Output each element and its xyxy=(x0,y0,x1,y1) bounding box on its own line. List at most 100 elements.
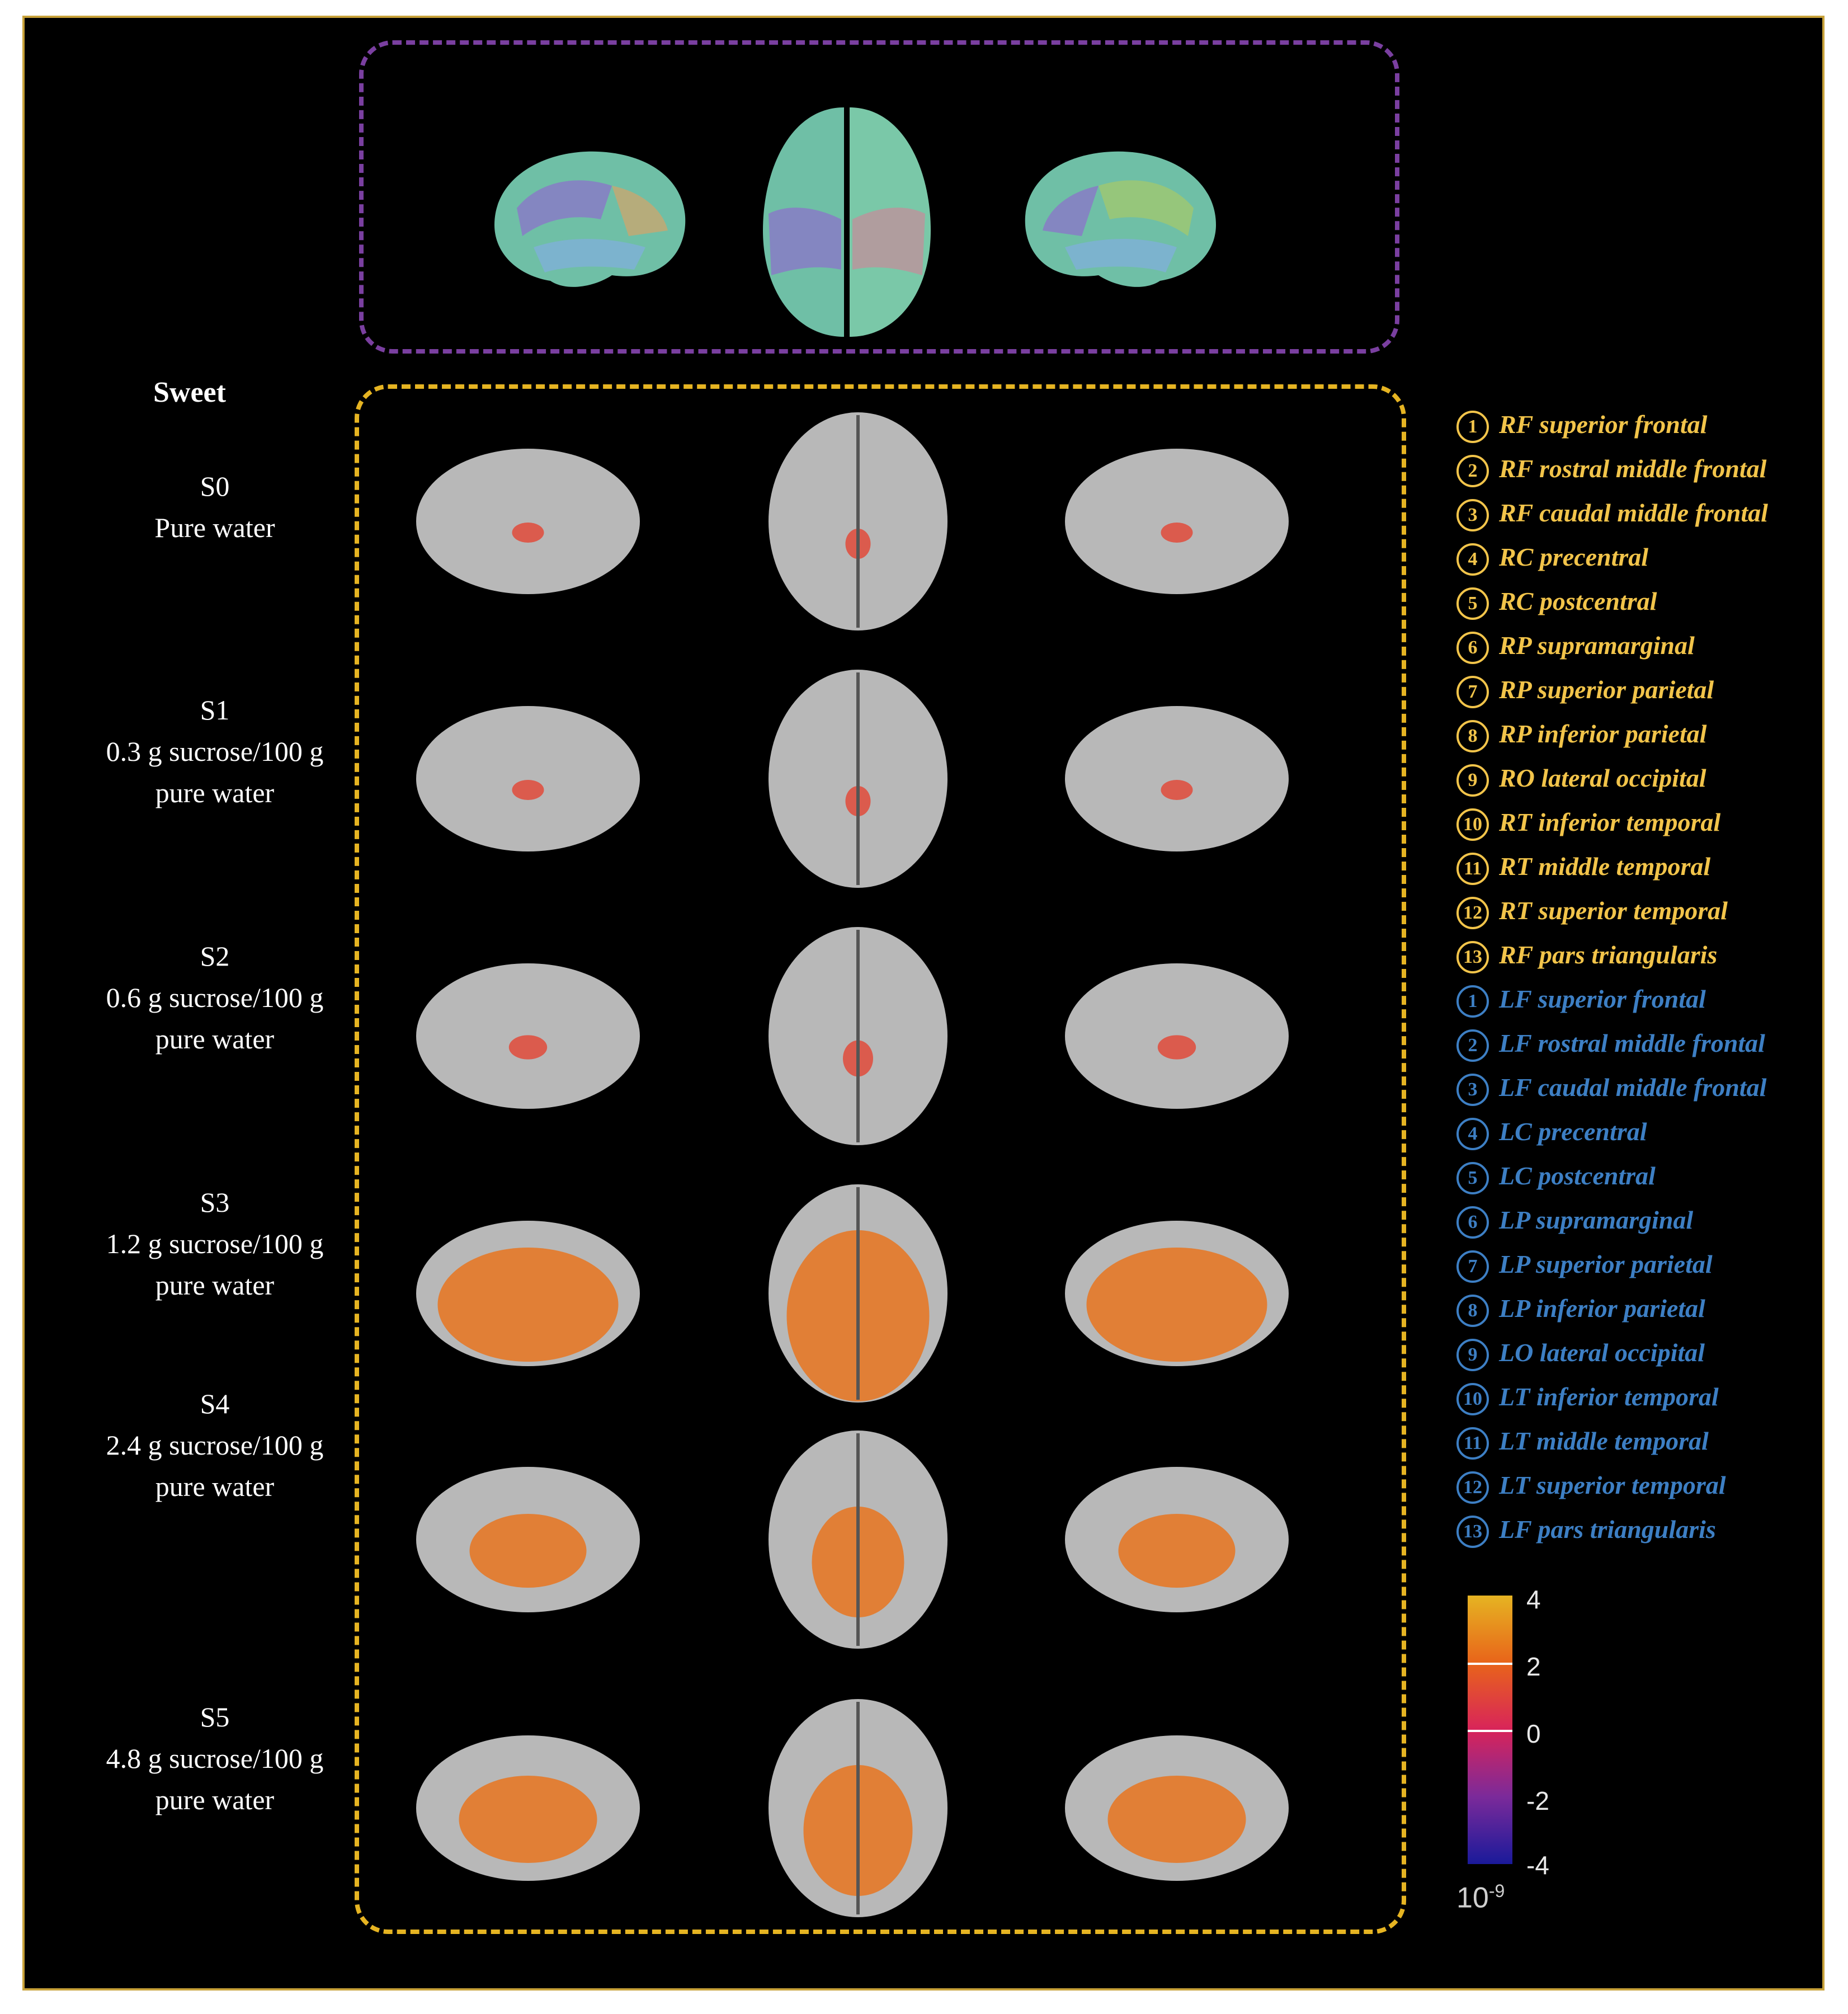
legend-label: RF superior frontal xyxy=(1499,410,1708,439)
legend-number: 11 xyxy=(1456,853,1489,886)
condition-desc-line2: pure water xyxy=(155,1784,275,1815)
legend-number: 1 xyxy=(1456,411,1489,444)
activation-maps-box xyxy=(355,384,1406,1934)
condition-id: S4 xyxy=(200,1388,230,1419)
legend-label: LF superior frontal xyxy=(1499,985,1706,1013)
legend-number: 10 xyxy=(1456,1383,1489,1416)
legend-label: LP supramarginal xyxy=(1499,1206,1694,1234)
legend-number: 12 xyxy=(1456,1471,1489,1504)
legend-label: LF pars triangularis xyxy=(1499,1515,1716,1544)
atlas-left-lateral-brain xyxy=(494,151,686,287)
condition-label-s5: S5 4.8 g sucrose/100 g pure water xyxy=(58,1696,371,1820)
legend-number: 13 xyxy=(1456,941,1489,974)
condition-desc: Pure water xyxy=(154,512,275,543)
condition-id: S3 xyxy=(200,1187,230,1218)
brain-s0-right xyxy=(1065,449,1289,594)
brain-s1-right xyxy=(1065,706,1289,851)
condition-desc: 1.2 g sucrose/100 g xyxy=(106,1228,324,1259)
legend-label: RO lateral occipital xyxy=(1499,764,1706,792)
legend-item-legend_left-11: 11 LT middle temporal xyxy=(1456,1426,1709,1460)
activation-brain-grid xyxy=(416,412,1289,1917)
legend-number: 7 xyxy=(1456,676,1489,709)
legend-item-legend_right-1: 1 RF superior frontal xyxy=(1456,410,1708,444)
brain-s0-top xyxy=(769,412,947,630)
brain-s5-left xyxy=(416,1735,640,1881)
brain-s3-top xyxy=(769,1184,947,1403)
legend-number: 12 xyxy=(1456,897,1489,930)
brain-s2-right xyxy=(1065,963,1289,1109)
legend-number: 1 xyxy=(1456,985,1489,1018)
legend-number: 2 xyxy=(1456,1029,1489,1062)
legend-item-legend_right-7: 7 RP superior parietal xyxy=(1456,675,1714,709)
colorbar-label-4: 4 xyxy=(1526,1585,1541,1614)
legend-item-legend_right-12: 12 RT superior temporal xyxy=(1456,896,1728,930)
legend-item-legend_left-10: 10 LT inferior temporal xyxy=(1456,1382,1719,1416)
legend-number: 4 xyxy=(1456,543,1489,576)
condition-id: S5 xyxy=(200,1701,230,1733)
atlas-reference-box xyxy=(359,40,1399,354)
condition-desc-line2: pure water xyxy=(155,1471,275,1502)
legend-item-legend_right-4: 4 RC precentral xyxy=(1456,542,1648,576)
colorbar-tick-upper xyxy=(1468,1663,1512,1665)
legend-item-legend_right-8: 8 RP inferior parietal xyxy=(1456,719,1707,753)
legend-item-legend_left-7: 7 LP superior parietal xyxy=(1456,1249,1713,1283)
brain-s5-right xyxy=(1065,1735,1289,1881)
legend-number: 4 xyxy=(1456,1118,1489,1151)
legend-label: LC postcentral xyxy=(1499,1161,1656,1190)
colorbar-label-neg4: -4 xyxy=(1526,1851,1549,1880)
condition-label-s1: S1 0.3 g sucrose/100 g pure water xyxy=(58,689,371,813)
brain-s4-left xyxy=(416,1467,640,1612)
legend-item-legend_right-13: 13 RF pars triangularis xyxy=(1456,940,1718,974)
condition-desc-line2: pure water xyxy=(155,777,275,808)
legend-label: LT middle temporal xyxy=(1499,1427,1709,1455)
legend-label: RP superior parietal xyxy=(1499,675,1714,704)
brain-s3-left xyxy=(416,1221,640,1366)
panel-title: Sweet xyxy=(153,377,226,408)
condition-id: S1 xyxy=(200,694,230,726)
legend-number: 10 xyxy=(1456,808,1489,841)
legend-label: RT inferior temporal xyxy=(1499,808,1721,836)
legend-label: RT superior temporal xyxy=(1499,896,1728,925)
legend-label: LF rostral middle frontal xyxy=(1499,1029,1765,1057)
legend-number: 9 xyxy=(1456,1339,1489,1372)
legend-label: RF pars triangularis xyxy=(1499,940,1718,969)
brain-s3-right xyxy=(1065,1221,1289,1366)
legend-item-legend_left-6: 6 LP supramarginal xyxy=(1456,1205,1693,1239)
brain-s1-left xyxy=(416,706,640,851)
colorbar-label-0: 0 xyxy=(1526,1719,1541,1748)
condition-desc: 0.3 g sucrose/100 g xyxy=(106,736,324,767)
atlas-top-brain xyxy=(763,107,931,337)
brain-s2-left xyxy=(416,963,640,1109)
legend-label: LP superior parietal xyxy=(1499,1250,1713,1278)
legend-number: 5 xyxy=(1456,587,1489,620)
legend-label: RP inferior parietal xyxy=(1499,719,1707,748)
legend-number: 7 xyxy=(1456,1250,1489,1283)
condition-desc: 4.8 g sucrose/100 g xyxy=(106,1743,324,1774)
legend-number: 3 xyxy=(1456,1074,1489,1107)
colorbar-label-neg2: -2 xyxy=(1526,1786,1549,1815)
legend-number: 11 xyxy=(1456,1427,1489,1460)
legend-label: RP supramarginal xyxy=(1499,631,1695,660)
legend-item-legend_left-1: 1 LF superior frontal xyxy=(1456,984,1706,1018)
atlas-right-lateral-brain xyxy=(1025,151,1216,287)
legend-label: LT inferior temporal xyxy=(1499,1382,1719,1411)
legend-number: 6 xyxy=(1456,1206,1489,1239)
brain-s0-left xyxy=(416,449,640,594)
legend-number: 8 xyxy=(1456,720,1489,753)
legend-label: RC precentral xyxy=(1499,543,1649,571)
colorbar-label-2: 2 xyxy=(1526,1652,1541,1681)
legend-label: RF rostral middle frontal xyxy=(1499,454,1767,483)
legend-item-legend_left-2: 2 LF rostral middle frontal xyxy=(1456,1028,1765,1062)
